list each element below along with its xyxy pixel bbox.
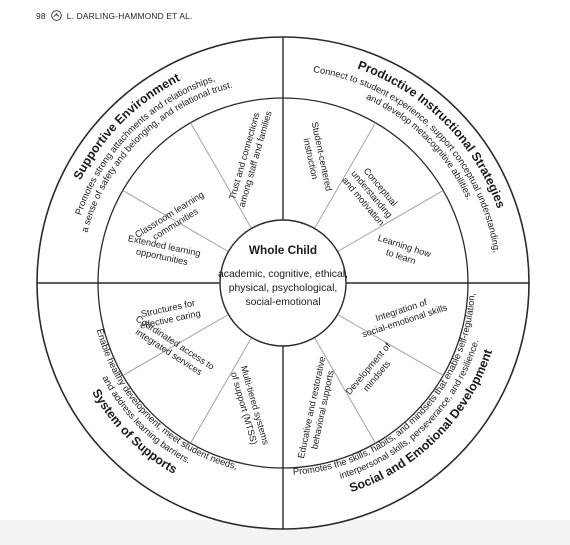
- center-line-3: social-emotional: [245, 297, 320, 308]
- center-title: Whole Child: [249, 243, 317, 257]
- segment-divider: [190, 337, 252, 444]
- segment-divider: [190, 122, 252, 229]
- segment-divider: [314, 122, 376, 229]
- center-circle: [219, 219, 347, 347]
- journal-logo-icon: [50, 9, 62, 23]
- segment-divider: [337, 314, 444, 376]
- whole-child-center: Whole Child academic, cognitive, ethical…: [218, 243, 348, 308]
- segment-divider: [337, 190, 444, 252]
- diagram-rings: [36, 36, 530, 530]
- running-head-text: L. DARLING-HAMMOND ET AL.: [66, 11, 193, 21]
- segment-divider: [314, 337, 376, 444]
- center-line-1: academic, cognitive, ethical,: [218, 269, 348, 280]
- running-header: 98 L. DARLING-HAMMOND ET AL.: [36, 9, 193, 23]
- center-line-2: physical, psychological,: [229, 283, 338, 294]
- page-number: 98: [36, 11, 46, 21]
- segment-divider: [122, 190, 229, 252]
- segment-divider: [122, 314, 229, 376]
